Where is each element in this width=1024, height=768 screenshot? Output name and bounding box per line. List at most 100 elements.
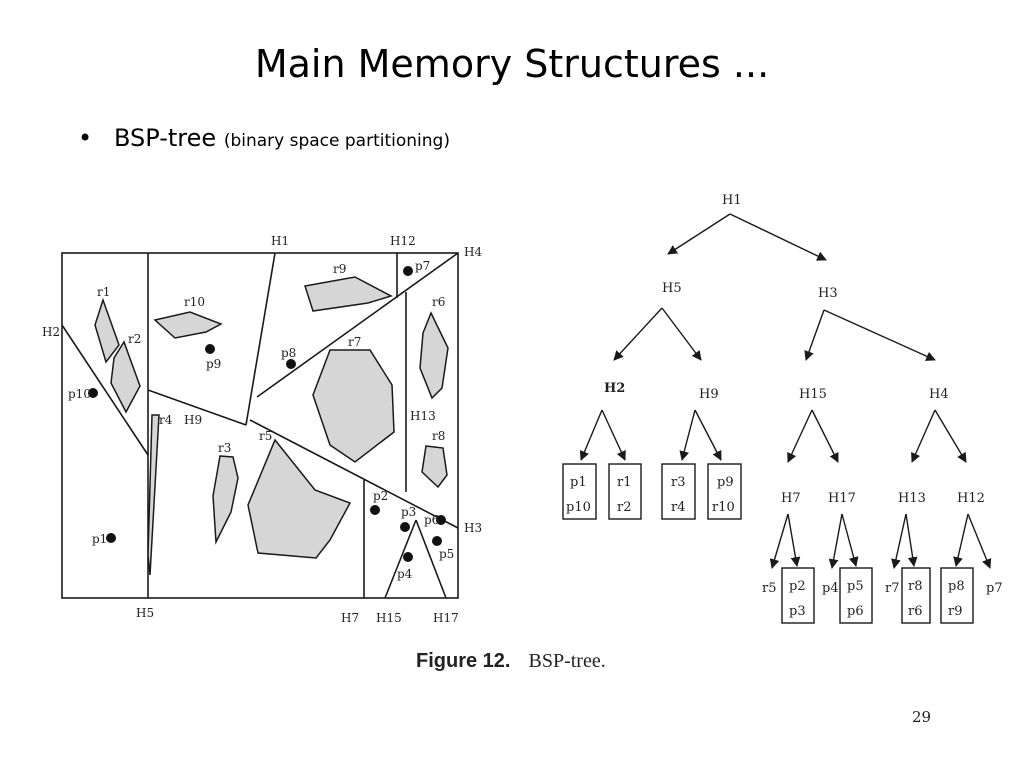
edge-H1-H5 [667,213,731,255]
edge-H7-box [787,513,801,567]
leaf-box-7 [901,567,931,624]
bullet-sub-text: (binary space partitioning) [223,131,450,151]
label-p8: p8 [281,346,296,360]
label-p4: p4 [397,567,413,581]
edge-H12-box [953,513,969,567]
point-p4 [403,552,413,562]
leaf-7-bottom: r6 [908,604,923,619]
label-H9: H9 [184,413,202,427]
page-number: 29 [912,708,932,726]
line-H2 [61,324,149,456]
space-border [61,252,459,599]
label-r9: r9 [333,262,346,276]
leaf-box-8 [940,567,974,624]
region-r1 [94,297,120,364]
point-p1 [106,533,116,543]
region-r10 [153,311,223,339]
leaf-1-top: p1 [570,475,587,490]
tree-leaves-left: p1 p10 r1 r2 r3 r4 p9 r10 [562,463,742,520]
region-r5 [247,438,352,559]
leaf-box-6 [839,567,873,624]
tree-node-H13: H13 [898,491,926,506]
label-r7: r7 [348,335,361,349]
edge-H13-r7 [891,513,907,569]
leaf-6-top: p5 [847,579,864,594]
leaf-7-top: r8 [908,579,923,594]
edge-H9-right [694,409,722,461]
leaf-6-outside: p4 [822,581,839,596]
region-r2 [110,340,141,414]
bullet-item: •BSP-tree (binary space partitioning) [78,124,450,152]
region-r3 [212,455,239,545]
line-H4 [256,252,459,398]
region-r7 [312,349,395,463]
edge-H9-left [679,409,696,461]
edge-H15-H17 [811,409,839,463]
label-H2: H2 [42,325,60,339]
tree-node-H17: H17 [828,491,856,506]
label-r2: r2 [128,332,141,346]
edge-H17-p4 [828,513,843,569]
region-r9 [304,276,393,312]
label-H5: H5 [136,606,154,620]
line-H3 [249,419,459,529]
label-H4: H4 [464,245,482,259]
label-r8: r8 [432,429,445,443]
edge-H2-left [579,409,603,461]
leaf-8-outside: p7 [986,581,1003,596]
edge-H5-H2 [613,307,663,361]
line-H9 [147,389,247,426]
label-p7: p7 [415,259,430,273]
label-p5: p5 [439,547,454,561]
leaf-box-2 [608,463,642,520]
edge-H1-H3 [729,213,827,261]
leaf-box-5 [781,567,815,624]
edge-H7-r5 [769,513,789,569]
label-r6: r6 [432,295,445,309]
leaf-3-bottom: r4 [671,500,686,515]
leaf-2-bottom: r2 [617,500,632,515]
tree-edges [579,213,992,569]
tree-node-H2: H2 [604,381,625,396]
point-p8 [286,359,296,369]
tree-node-H1: H1 [722,193,742,208]
edge-H5-H9 [661,307,702,361]
line-H1 [245,252,276,426]
edge-H3-H15 [804,309,825,361]
region-r4 [147,414,160,576]
leaf-1-bottom: p10 [566,500,591,515]
label-H12: H12 [390,234,416,248]
tree-node-H12: H12 [957,491,985,506]
label-p1: p1 [92,532,107,546]
line-H15 [384,519,417,599]
leaf-4-top: p9 [717,475,734,490]
leaf-box-3 [661,463,696,520]
label-H3: H3 [464,521,482,535]
edge-H4-H12 [934,409,967,463]
label-p3: p3 [401,505,416,519]
tree-node-H4: H4 [929,387,949,402]
label-p9: p9 [206,357,221,371]
leaf-6-bottom: p6 [847,604,864,619]
point-p9 [205,344,215,354]
leaf-3-top: r3 [671,475,686,490]
figure-caption: Figure 12.BSP-tree. [416,648,606,673]
label-p10: p10 [68,387,91,401]
slide-title: Main Memory Structures ... [254,42,770,86]
line-H17 [415,519,447,599]
tree-leaves-right: r5 p2 p3 p4 p5 p6 r7 r8 r6 p8 r9 p7 [762,567,1003,624]
point-p3 [400,522,410,532]
bullet-dot: • [78,124,93,152]
leaf-8-bottom: r9 [948,604,963,619]
point-p2 [370,505,380,515]
label-r3: r3 [218,441,231,455]
tree-node-H7: H7 [781,491,801,506]
label-H1: H1 [271,234,289,248]
edge-H2-right [601,409,626,461]
region-r8 [421,445,448,489]
tree-node-H9: H9 [699,387,719,402]
leaf-5-bottom: p3 [789,604,806,619]
caption-number: Figure 12. [416,650,511,672]
edge-H15-H7 [787,409,813,463]
label-H15: H15 [376,611,402,625]
